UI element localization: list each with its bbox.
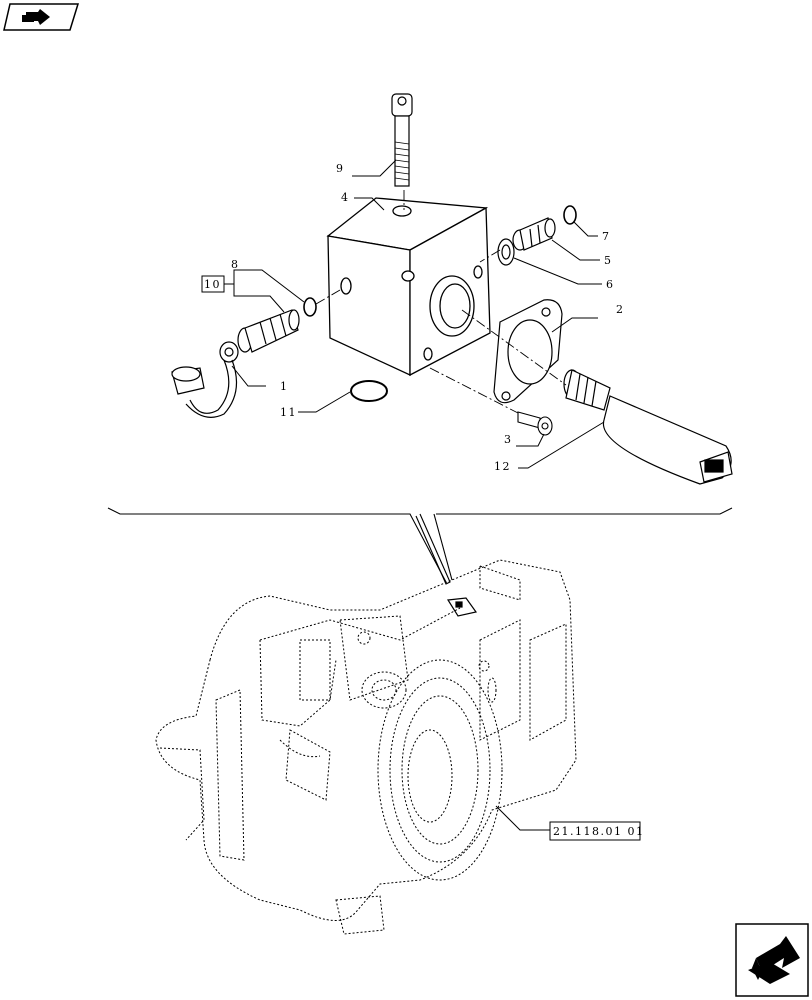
detail-bracket: [107, 507, 733, 585]
forward-button[interactable]: [735, 923, 809, 997]
housing-valve-mount: [446, 597, 478, 617]
assembly-reference[interactable]: 21.118.01 01: [495, 805, 644, 841]
callout-leaders: [224, 159, 605, 469]
part-o-ring-top: [563, 205, 577, 225]
callout-6: 6: [606, 278, 615, 291]
callout-7: 7: [602, 230, 611, 243]
part-solenoid-valve: [563, 369, 733, 485]
part-screw: [517, 411, 553, 436]
callout-4: 4: [341, 191, 350, 204]
callouts: 9 4 8 10 1 11 2 3 12 7 5 6: [201, 162, 625, 473]
back-button[interactable]: [3, 3, 80, 31]
callout-9: 9: [336, 162, 345, 175]
callout-3: 3: [504, 433, 513, 446]
callout-1: 1: [280, 380, 289, 393]
part-o-ring-large: [350, 380, 388, 402]
forward-arrow-icon: [748, 936, 800, 984]
callout-10: 10: [204, 278, 221, 291]
transmission-housing: [155, 559, 577, 935]
part-flange-gasket: [493, 299, 563, 404]
alignment-lines: [315, 190, 567, 414]
assembly-reference-label: 21.118.01 01: [553, 825, 644, 838]
callout-2: 2: [616, 303, 625, 316]
callout-5: 5: [604, 254, 613, 267]
callout-8: 8: [231, 258, 240, 271]
callout-12: 12: [494, 460, 511, 473]
part-washer: [497, 238, 515, 266]
part-valve-block: [326, 197, 491, 377]
part-sensor: [237, 309, 300, 353]
part-bolt: [391, 93, 413, 187]
back-arrow-icon: [22, 9, 50, 25]
callout-10-box: 10: [201, 275, 225, 293]
part-cap: [171, 341, 239, 418]
callout-11: 11: [280, 406, 297, 419]
part-fitting: [512, 217, 556, 251]
part-o-ring-left: [303, 297, 317, 317]
